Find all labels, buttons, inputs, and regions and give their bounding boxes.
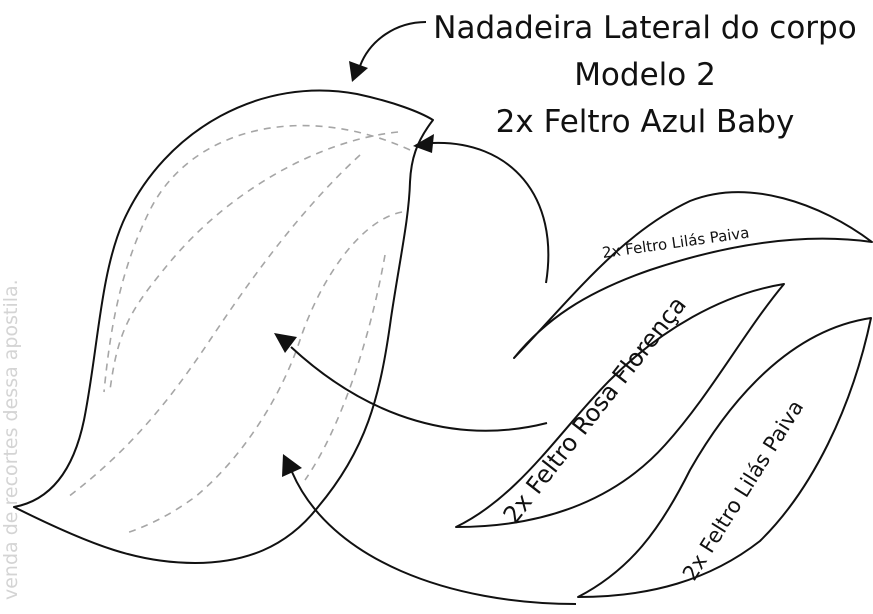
arrow-to-title: [349, 21, 427, 82]
dashed-guide-bottom-vein: [304, 254, 386, 481]
dashed-guide-middle-vein: [67, 154, 361, 498]
dashed-guide-outer: [103, 124, 411, 393]
top-leaf-outline: [513, 191, 873, 359]
main-fin-piece: [13, 89, 434, 564]
curved-arrow-icon: [359, 21, 427, 67]
dashed-guide-lower-vein: [123, 211, 403, 535]
bottom-leaf-outline: [577, 317, 872, 598]
arrow-head-icon: [413, 134, 434, 153]
watermark-text: venda de recortes dessa apostila.: [0, 279, 22, 600]
main-fin-outline: [13, 89, 434, 564]
curved-arrow-icon: [291, 471, 577, 605]
title-line-3: 2x Feltro Azul Baby: [496, 104, 795, 140]
arrow-bottom-leaf: [282, 454, 577, 605]
title-block: Nadadeira Lateral do corpo Modelo 2 2x F…: [433, 10, 856, 140]
curved-arrow-icon: [290, 346, 548, 432]
arrow-head-icon: [274, 333, 297, 353]
middle-leaf-outline: [455, 283, 785, 528]
dashed-guide-top-vein: [109, 131, 399, 391]
title-line-2: Modelo 2: [574, 57, 716, 93]
arrow-middle-leaf: [274, 333, 548, 432]
arrow-head-icon: [349, 61, 368, 82]
curved-arrow-icon: [431, 141, 550, 284]
arrow-head-icon: [282, 454, 302, 477]
title-line-1: Nadadeira Lateral do corpo: [433, 10, 856, 46]
arrow-top-leaf: [413, 134, 550, 284]
